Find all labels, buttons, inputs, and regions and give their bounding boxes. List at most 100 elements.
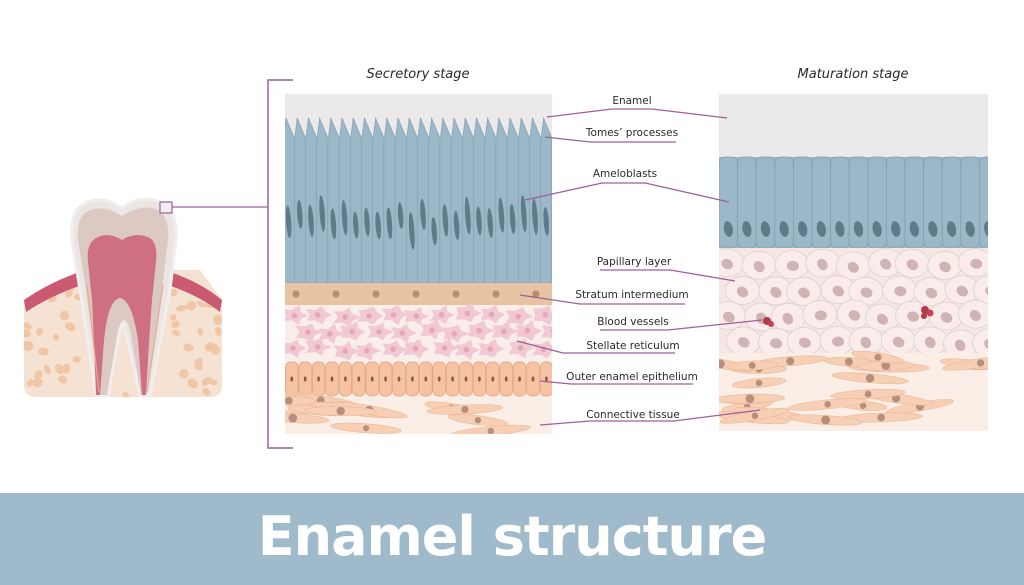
oee-nucleus bbox=[437, 376, 441, 382]
leader-tomes bbox=[544, 136, 676, 143]
fibroblast-nucleus bbox=[336, 406, 345, 416]
ameloblast-cell bbox=[529, 116, 542, 284]
stellate-nucleus bbox=[463, 347, 470, 353]
ameloblast-nucleus bbox=[891, 221, 901, 237]
papillary-nucleus bbox=[721, 258, 733, 270]
ameloblast-cell bbox=[293, 116, 307, 284]
papillary-cell bbox=[972, 328, 988, 358]
leader-lines bbox=[516, 108, 763, 426]
stellate-nucleus bbox=[363, 347, 370, 354]
bone-spot bbox=[194, 358, 203, 366]
stellate-nucleus bbox=[517, 345, 524, 351]
label-stellate-reticulum: Stellate reticulum bbox=[586, 340, 680, 352]
stellate-nucleus bbox=[515, 313, 522, 320]
bone-spot bbox=[55, 363, 64, 375]
ameloblast-cell bbox=[428, 116, 442, 284]
fibroblast-nucleus bbox=[755, 379, 763, 387]
papillary-nucleus bbox=[817, 258, 828, 271]
ameloblast-nucleus bbox=[798, 221, 808, 237]
blood-vessel-1 bbox=[763, 317, 774, 327]
ameloblast-nucleus bbox=[742, 221, 752, 237]
stellate-nucleus bbox=[464, 310, 471, 317]
stellate-nucleus bbox=[376, 328, 382, 335]
leader-oee bbox=[539, 380, 693, 385]
leader-enamel bbox=[546, 108, 728, 119]
oee-nucleus bbox=[464, 376, 468, 382]
papillary-nucleus bbox=[939, 261, 951, 273]
stellate-nucleus bbox=[550, 328, 552, 334]
ameloblast-nucleus bbox=[420, 198, 426, 231]
stellate-cell bbox=[285, 339, 307, 358]
papillary-nucleus bbox=[880, 258, 892, 270]
stratum-cells bbox=[292, 290, 540, 298]
blood-vessel-2 bbox=[921, 306, 934, 319]
label-tomes-processes: Tomes’ processes bbox=[585, 127, 679, 139]
oee-nucleus bbox=[451, 376, 454, 382]
stellate-nucleus bbox=[438, 312, 445, 318]
papillary-nucleus bbox=[723, 311, 735, 323]
ameloblast-nucleus bbox=[984, 221, 988, 237]
stellate-nucleus bbox=[429, 327, 435, 333]
ameloblast-nucleus bbox=[285, 205, 292, 239]
oee-nucleus bbox=[317, 376, 320, 382]
ameloblast-cell bbox=[979, 156, 988, 249]
papillary-nucleus bbox=[954, 339, 966, 351]
ameloblast-nucleus bbox=[386, 207, 393, 240]
papillary-nucleus bbox=[906, 259, 919, 271]
oee-nucleus bbox=[478, 376, 481, 382]
secretory-panel bbox=[285, 94, 552, 434]
ameloblast-cell bbox=[473, 116, 486, 284]
ameloblast-nucleus bbox=[498, 197, 505, 233]
papillary-nucleus bbox=[860, 336, 872, 349]
ameloblast-cell bbox=[417, 116, 430, 284]
oee-nucleus bbox=[370, 376, 374, 382]
bone-spot bbox=[64, 322, 76, 332]
ameloblast-nucleus bbox=[723, 221, 733, 237]
oee-nucleus bbox=[545, 376, 548, 382]
stellate-nucleus bbox=[488, 311, 495, 318]
fibroblast-nucleus bbox=[864, 390, 872, 398]
ameloblast-nucleus bbox=[408, 212, 415, 250]
connective-cells bbox=[285, 393, 531, 434]
bone-spot bbox=[175, 305, 188, 312]
bone-spot bbox=[59, 310, 69, 321]
ameloblast-nucleus bbox=[375, 211, 381, 240]
oee-nucleus bbox=[411, 376, 414, 382]
stellate-nucleus bbox=[501, 328, 507, 335]
tooth-illustration bbox=[24, 197, 268, 397]
bone-spot bbox=[24, 341, 34, 352]
ameloblast-cell bbox=[439, 116, 453, 284]
ameloblast-nucleus bbox=[308, 204, 314, 237]
papillary-cells bbox=[719, 248, 988, 359]
stellate-nucleus bbox=[451, 330, 458, 337]
stellate-nucleus bbox=[305, 329, 311, 336]
bone-spot bbox=[215, 326, 222, 336]
stellate-nucleus bbox=[476, 327, 482, 334]
oee-cells bbox=[285, 361, 552, 397]
bone-spot bbox=[171, 329, 181, 336]
bone-spot bbox=[72, 355, 81, 363]
bone-spot bbox=[32, 378, 43, 388]
maturation-enamel-layer bbox=[719, 94, 988, 158]
bone-spot bbox=[122, 391, 129, 397]
stellate-nucleus bbox=[291, 312, 298, 319]
papillary-nucleus bbox=[956, 285, 968, 297]
ameloblast-nucleus bbox=[476, 206, 482, 236]
stellate-nucleus bbox=[314, 344, 321, 350]
leader-stratum bbox=[519, 294, 685, 305]
oee-nucleus bbox=[303, 376, 307, 382]
stellate-nucleus bbox=[487, 346, 493, 352]
label-outer-enamel-epithelium: Outer enamel epithelium bbox=[566, 371, 698, 383]
ameloblast-nucleus bbox=[520, 195, 527, 233]
oee-nucleus bbox=[491, 376, 495, 382]
alveolar-bone bbox=[24, 270, 222, 397]
bone-spot bbox=[187, 378, 198, 389]
title-banner bbox=[0, 493, 1024, 585]
fibroblast-nucleus bbox=[748, 362, 756, 369]
ameloblast-nucleus bbox=[928, 221, 938, 237]
bone-spot bbox=[34, 370, 43, 380]
ameloblast-nucleus bbox=[532, 198, 538, 236]
ameloblast-nucleus bbox=[965, 221, 975, 237]
leader-ameloblasts-left bbox=[524, 182, 645, 201]
stellate-nucleus bbox=[390, 312, 397, 318]
